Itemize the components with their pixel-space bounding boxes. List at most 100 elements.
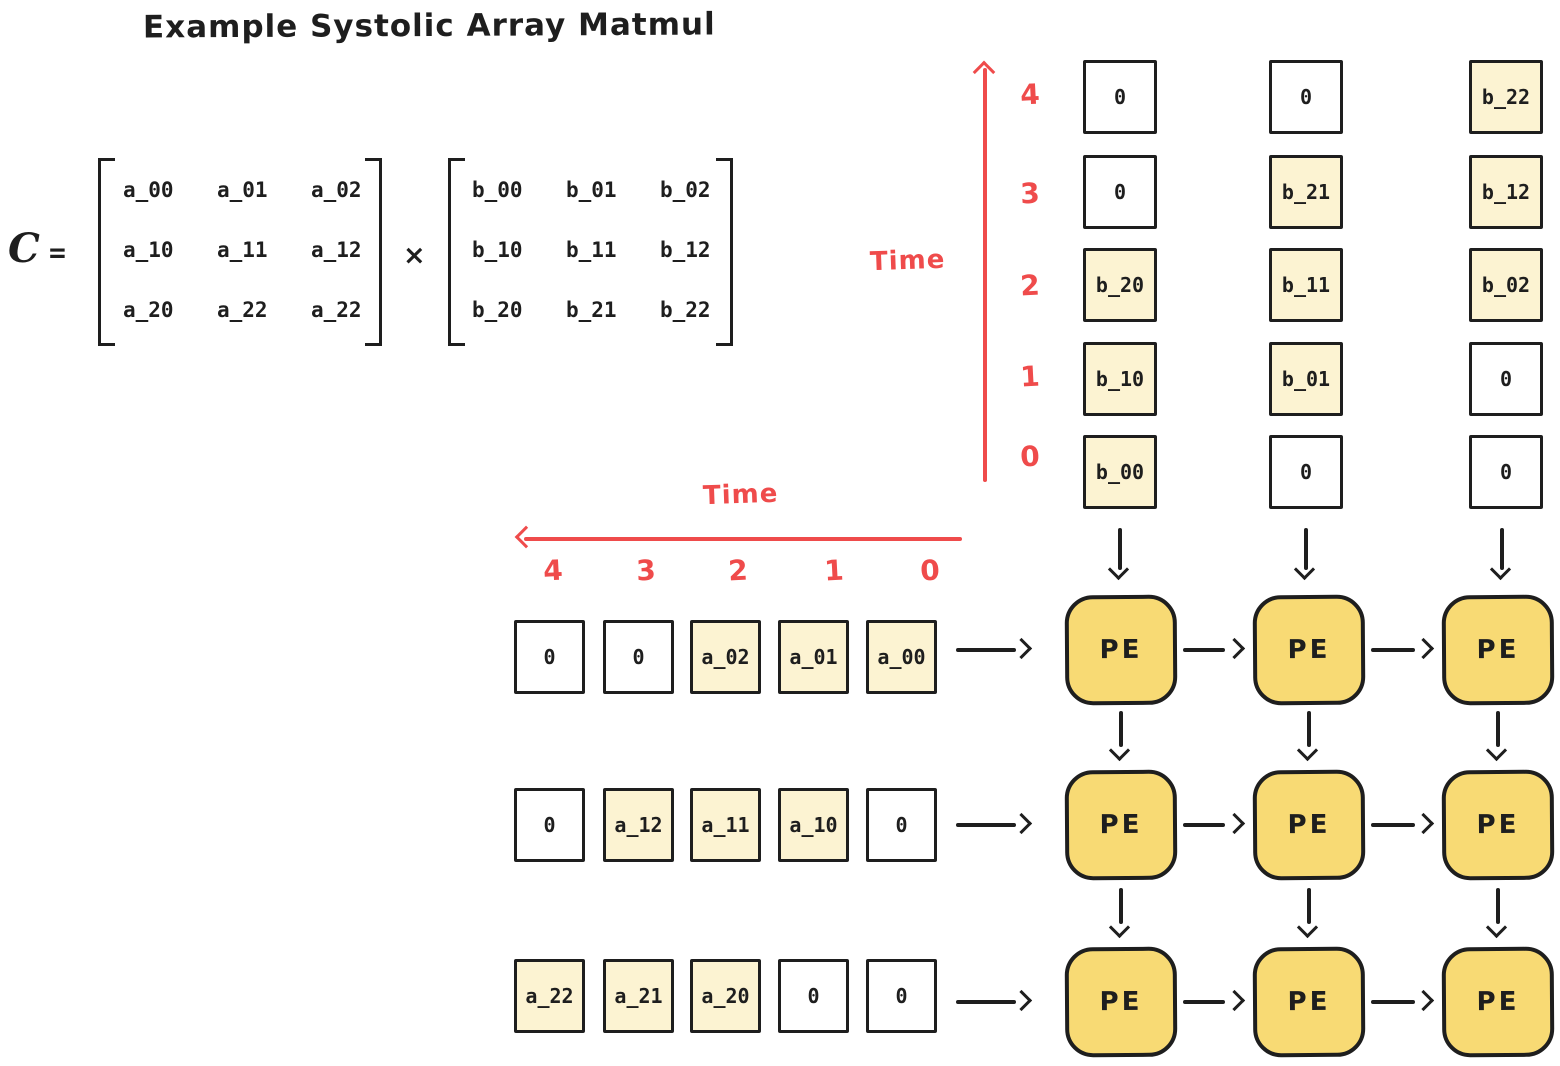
b-feed-cell: b_12 (1469, 155, 1543, 229)
arrowhead-down-icon (1489, 558, 1512, 581)
a-feed-cell: 0 (866, 788, 937, 862)
vertical-axis-tick: 4 (1019, 77, 1041, 112)
pe-box: PE (1441, 594, 1555, 706)
equals-sign: = (49, 236, 66, 269)
b-feed-cell: b_20 (1083, 248, 1157, 322)
matrix-b-cell: b_00 (472, 178, 523, 202)
horizontal-time-axis-line (524, 537, 962, 541)
flow-arrow-down-line (1307, 888, 1311, 924)
matrix-a-cell: a_20 (123, 298, 174, 322)
b-feed-cell: b_11 (1269, 248, 1343, 322)
flow-arrow-right-line (956, 648, 1016, 652)
arrowhead-down-icon (1485, 916, 1508, 939)
matrix-b-cell: b_22 (660, 298, 711, 322)
horizontal-axis-tick: 3 (635, 553, 657, 588)
flow-arrow-down-line (1119, 888, 1123, 924)
matrix-a-cell: a_12 (311, 238, 362, 262)
horizontal-axis-tick: 1 (823, 553, 845, 588)
matrix-a-right-bracket (365, 158, 382, 346)
flow-arrow-down-line (1496, 711, 1500, 747)
b-feed-cell: b_21 (1269, 155, 1343, 229)
matrix-b-right-bracket (716, 158, 733, 346)
times-sign: × (403, 240, 426, 271)
horizontal-axis-label: Time (702, 478, 779, 512)
matrix-a-cell: a_22 (217, 298, 268, 322)
a-feed-cell: a_01 (778, 620, 849, 694)
flow-arrow-down-line (1496, 888, 1500, 924)
vertical-axis-tick: 3 (1019, 176, 1041, 211)
matrix-a-cell: a_02 (311, 178, 362, 202)
matrix-a-cell: a_22 (311, 298, 362, 322)
flow-arrow-right-line (1183, 1000, 1225, 1004)
flow-arrow-right-line (1371, 1000, 1415, 1004)
b-feed-cell: 0 (1083, 155, 1157, 229)
a-feed-cell: 0 (514, 620, 585, 694)
b-feed-cell: 0 (1083, 60, 1157, 134)
matrix-b-cell: b_01 (566, 178, 617, 202)
flow-arrow-down-line (1119, 711, 1123, 747)
pe-box: PE (1252, 594, 1366, 706)
a-feed-cell: a_22 (514, 959, 585, 1033)
flow-arrow-right-line (1371, 823, 1415, 827)
arrowhead-right-icon (1412, 812, 1435, 835)
arrowhead-left-icon (514, 525, 538, 549)
flow-arrow-right-line (956, 823, 1016, 827)
a-feed-cell: a_11 (690, 788, 761, 862)
a-feed-cell: a_00 (866, 620, 937, 694)
matrix-b-cell: b_10 (472, 238, 523, 262)
vertical-axis-tick: 2 (1019, 268, 1041, 303)
a-feed-cell: a_02 (690, 620, 761, 694)
arrowhead-down-icon (1293, 558, 1316, 581)
arrowhead-down-icon (1485, 739, 1508, 762)
matrix-b-cell: b_20 (472, 298, 523, 322)
flow-arrow-down-line (1304, 528, 1308, 570)
pe-box: PE (1441, 769, 1555, 881)
arrowhead-right-icon (1223, 989, 1246, 1012)
matrix-b-cell: b_11 (566, 238, 617, 262)
pe-box: PE (1252, 946, 1366, 1058)
arrowhead-right-icon (1412, 637, 1435, 660)
pe-box: PE (1441, 946, 1555, 1058)
matrix-a-cell: a_00 (123, 178, 174, 202)
arrowhead-down-icon (1108, 739, 1131, 762)
matrix-a-left-bracket (98, 158, 115, 346)
matrix-b-cell: b_02 (660, 178, 711, 202)
vertical-axis-tick: 0 (1019, 439, 1041, 474)
arrowhead-right-icon (1412, 989, 1435, 1012)
b-feed-cell: 0 (1269, 60, 1343, 134)
matrix-b-cell: b_12 (660, 238, 711, 262)
matrix-b-left-bracket (448, 158, 465, 346)
flow-arrow-right-line (1183, 648, 1225, 652)
arrowhead-right-icon (1223, 812, 1246, 835)
horizontal-axis-tick: 2 (727, 553, 749, 588)
pe-box: PE (1064, 769, 1178, 881)
arrowhead-right-icon (1010, 637, 1033, 660)
flow-arrow-down-line (1118, 528, 1122, 570)
pe-box: PE (1064, 946, 1178, 1058)
b-feed-cell: b_01 (1269, 342, 1343, 416)
b-feed-cell: 0 (1269, 435, 1343, 509)
a-feed-cell: a_12 (603, 788, 674, 862)
b-feed-cell: b_02 (1469, 248, 1543, 322)
a-feed-cell: 0 (514, 788, 585, 862)
a-feed-cell: 0 (603, 620, 674, 694)
flow-arrow-right-line (1371, 648, 1415, 652)
b-feed-cell: b_22 (1469, 60, 1543, 134)
equation-lhs: C (8, 225, 40, 272)
arrowhead-right-icon (1223, 637, 1246, 660)
vertical-axis-label: Time (869, 244, 946, 278)
matrix-b: b_00 b_01 b_02 b_10 b_11 b_12 b_20 b_21 … (472, 160, 754, 340)
pe-box: PE (1252, 769, 1366, 881)
matrix-a-cell: a_01 (217, 178, 268, 202)
b-feed-cell: b_00 (1083, 435, 1157, 509)
a-feed-cell: a_20 (690, 959, 761, 1033)
b-feed-cell: 0 (1469, 342, 1543, 416)
arrowhead-right-icon (1010, 812, 1033, 835)
horizontal-axis-tick: 4 (542, 553, 564, 588)
diagram-title: Example Systolic Array Matmul (142, 6, 716, 46)
flow-arrow-down-line (1307, 711, 1311, 747)
pe-box: PE (1064, 594, 1178, 706)
arrowhead-right-icon (1010, 989, 1033, 1012)
b-feed-cell: 0 (1469, 435, 1543, 509)
